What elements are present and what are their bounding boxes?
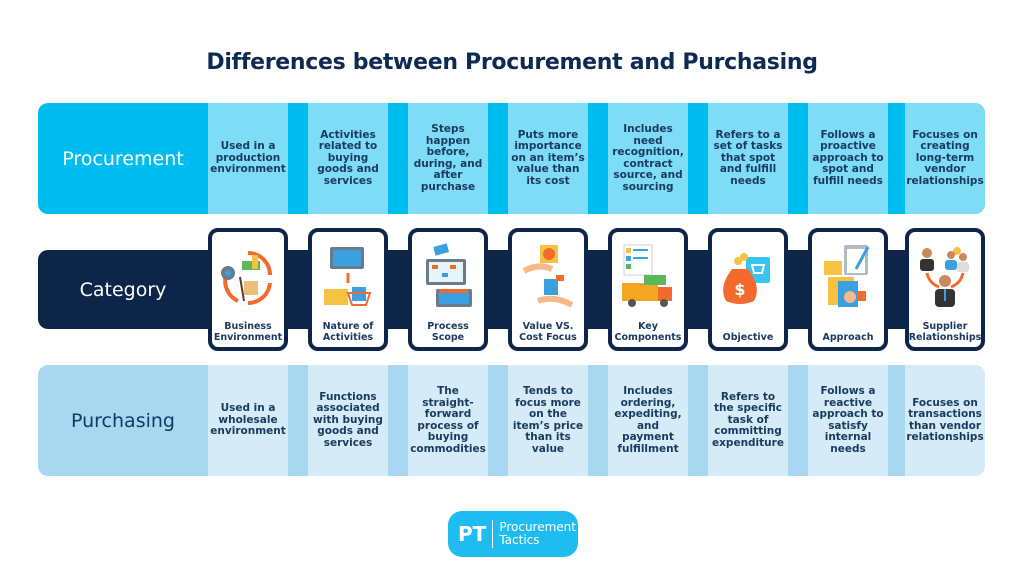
card-label: Objective xyxy=(722,332,774,343)
procurement-cell: Activities related to buying goods and s… xyxy=(308,103,388,214)
purchasing-cell: Tends to focus more on the item’s price … xyxy=(508,365,588,476)
people-network-icon xyxy=(913,238,977,318)
logo-name: Procurement Tactics xyxy=(493,521,576,547)
purchasing-cell: Follows a reactive approach to satisfy i… xyxy=(808,365,888,476)
procurement-cell: Includes need recognition, contract sour… xyxy=(608,103,688,214)
category-card-business-environment: Business Environment xyxy=(208,228,288,351)
hands-value-icon xyxy=(516,238,580,318)
purchasing-row: Purchasing Used in a wholesale environme… xyxy=(38,365,985,476)
purchasing-cell: Refers to the specific task of committin… xyxy=(708,365,788,476)
procurement-label: Procurement xyxy=(62,147,184,170)
card-label: Process Scope xyxy=(427,321,469,343)
category-card-value-vs-cost: Value VS. Cost Focus xyxy=(508,228,588,351)
procurement-tactics-logo: PT Procurement Tactics xyxy=(448,511,578,557)
category-card-process-scope: Process Scope xyxy=(408,228,488,351)
category-card-nature-of-activities: Nature of Activities xyxy=(308,228,388,351)
card-label: Supplier Relationships xyxy=(908,321,982,343)
procurement-cell: Used in a production environment xyxy=(208,103,288,214)
category-card-objective: $ Objective xyxy=(708,228,788,351)
card-label: Nature of Activities xyxy=(322,321,374,343)
purchasing-cell: Used in a wholesale environment xyxy=(208,365,288,476)
purchasing-cell: Focuses on transactions than vendor rela… xyxy=(905,365,985,476)
svg-text:$: $ xyxy=(734,280,745,299)
card-label: Approach xyxy=(822,332,874,343)
procurement-cell: Follows a proactive approach to spot and… xyxy=(808,103,888,214)
business-cycle-icon xyxy=(216,238,280,318)
card-label: Value VS. Cost Focus xyxy=(519,321,577,343)
procurement-cell: Puts more importance on an item’s value … xyxy=(508,103,588,214)
process-flow-laptop-icon xyxy=(416,238,480,318)
card-label: Business Environment xyxy=(213,321,283,343)
procurement-cell: Refers to a set of tasks that spot and f… xyxy=(708,103,788,214)
logo-line1: Procurement xyxy=(499,520,576,534)
card-label: Key Components xyxy=(614,321,682,343)
purchasing-cell: Includes ordering, expediting, and payme… xyxy=(608,365,688,476)
purchasing-cell: The straight-forward process of buying c… xyxy=(408,365,488,476)
category-card-supplier-relationships: Supplier Relationships xyxy=(905,228,985,351)
logo-line2: Tactics xyxy=(499,533,540,547)
procurement-cell: Steps happen before, during, and after p… xyxy=(408,103,488,214)
category-label: Category xyxy=(79,278,167,301)
procurement-cell: Focuses on creating long-term vendor rel… xyxy=(905,103,985,214)
money-bag-icon: $ xyxy=(716,238,780,318)
purchasing-label: Purchasing xyxy=(71,409,175,432)
category-card-key-components: Key Components xyxy=(608,228,688,351)
logo-initials: PT xyxy=(458,520,494,548)
clipboard-thumbs-up-icon xyxy=(816,238,880,318)
page-title: Differences between Procurement and Purc… xyxy=(206,50,818,75)
procurement-row: Procurement Used in a production environ… xyxy=(38,103,985,214)
shopping-tablet-icon xyxy=(316,238,380,318)
purchasing-cell: Functions associated with buying goods a… xyxy=(308,365,388,476)
category-card-approach: Approach xyxy=(808,228,888,351)
delivery-truck-icon xyxy=(616,238,680,318)
